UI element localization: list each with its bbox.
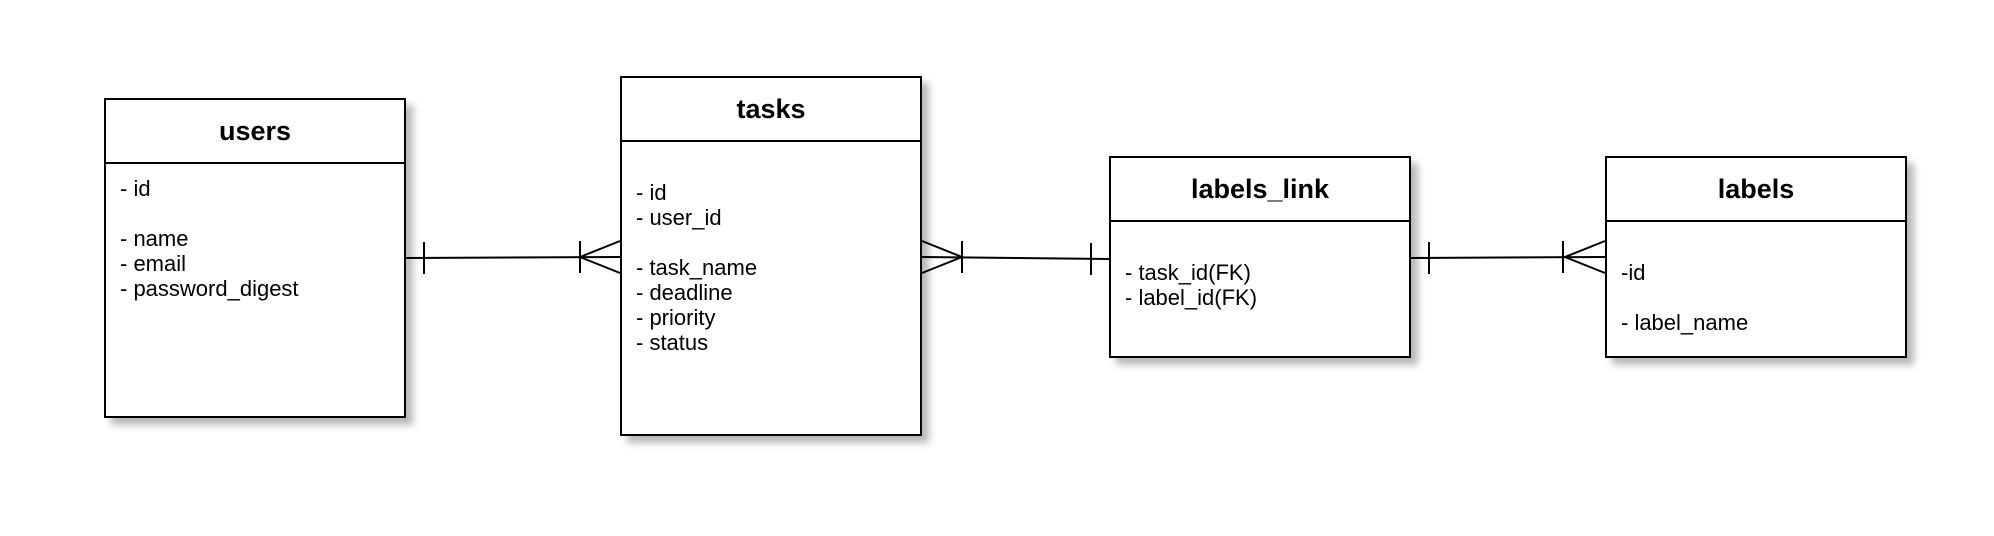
attribute-item: - label_id(FK)	[1125, 285, 1258, 310]
relationship-tasks-labels-link[interactable]	[921, 240, 1110, 275]
attribute-item: - email	[120, 251, 187, 276]
entity-users[interactable]: users - id - name- email- password_digest	[104, 98, 406, 418]
entity-header: tasks	[622, 78, 920, 142]
attribute-item: - priority	[636, 305, 716, 330]
entity-labels[interactable]: labels -id - label_name	[1605, 156, 1907, 358]
attribute-item: - id	[120, 176, 151, 201]
attribute-item: - user_id	[636, 205, 722, 230]
attribute-item: - deadline	[636, 280, 733, 305]
relationship-users-tasks[interactable]	[405, 240, 621, 274]
relationship-labels-link-labels[interactable]	[1410, 240, 1606, 274]
attribute-list: - id - name- email- password_digest	[120, 176, 398, 301]
entity-header: labels_link	[1111, 158, 1409, 222]
attribute-list: -id - label_name	[1621, 260, 1899, 335]
attribute-list: - task_id(FK)- label_id(FK)	[1125, 260, 1403, 310]
crows-foot-many-mark	[1562, 240, 1606, 274]
relationship-line	[921, 256, 1110, 260]
entity-title: tasks	[736, 93, 806, 124]
crows-foot-many-mark	[921, 240, 965, 274]
attribute-spacer	[120, 201, 398, 226]
entity-tasks[interactable]: tasks - id- user_id - task_name- deadline…	[620, 76, 922, 436]
entity-title: users	[218, 115, 292, 146]
attribute-spacer	[1621, 285, 1899, 310]
crows-foot-many-mark	[577, 240, 621, 274]
entity-labels-link[interactable]: labels_link - task_id(FK)- label_id(FK)	[1109, 156, 1411, 358]
attribute-item: - status	[636, 330, 709, 355]
relationship-line	[1410, 256, 1606, 259]
entity-header: users	[106, 100, 404, 164]
entity-header: labels	[1607, 158, 1905, 222]
attribute-item: -id	[1621, 260, 1646, 285]
attribute-item: - task_name	[636, 255, 758, 280]
attribute-item: - name	[120, 226, 189, 251]
entity-title: labels	[1717, 173, 1795, 204]
attribute-item: - task_id(FK)	[1125, 260, 1251, 285]
attribute-list: - id- user_id - task_name- deadline- prio…	[636, 180, 914, 355]
attribute-item: - label_name	[1621, 310, 1749, 335]
attribute-item: - password_digest	[120, 276, 299, 301]
attribute-spacer	[636, 230, 914, 255]
attribute-item: - id	[636, 180, 667, 205]
entity-title: labels_link	[1190, 173, 1330, 204]
relationship-line	[405, 256, 621, 259]
